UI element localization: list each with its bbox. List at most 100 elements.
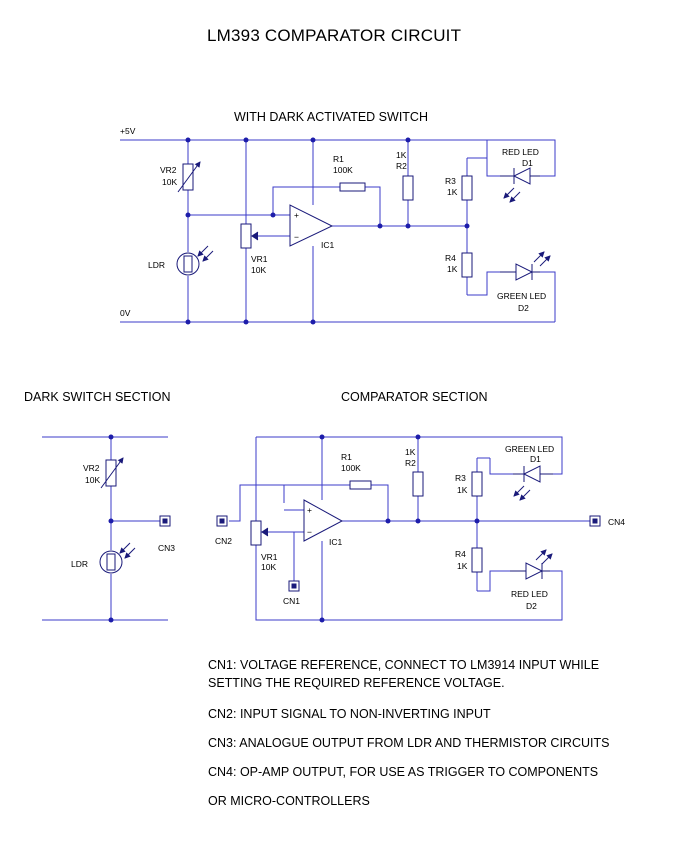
- vr1-wiper: [261, 527, 269, 537]
- d2-led-triangle: [525, 562, 544, 580]
- d2-emit-arrow: [539, 255, 551, 267]
- vr2-adjust-arrow: [100, 457, 124, 489]
- r2-value: 1K: [396, 150, 407, 160]
- r1-value: 100K: [341, 463, 361, 473]
- ldr-element: [106, 553, 116, 571]
- vr1-value: 10K: [261, 562, 276, 572]
- vr1-name: VR1: [261, 552, 278, 562]
- opamp-triangle: [303, 499, 344, 542]
- page-title: LM393 COMPARATOR CIRCUIT: [207, 26, 462, 45]
- d1-name: D1: [522, 158, 533, 168]
- ldr-light-arrow: [124, 547, 136, 559]
- note-line: OR MICRO-CONTROLLERS: [208, 794, 370, 808]
- d2-color: GREEN LED: [497, 291, 546, 301]
- comparator-circuit: R1 100K 1K R2 R3 1K R4 1K GREEN LED D1 R…: [215, 434, 625, 623]
- opamp-minus: −: [294, 232, 299, 242]
- vr2-value: 10K: [162, 177, 177, 187]
- vr1-resistor: [240, 223, 252, 249]
- ldr-light-arrow: [119, 542, 131, 554]
- note-line: CN4: OP-AMP OUTPUT, FOR USE AS TRIGGER T…: [208, 765, 599, 779]
- r2-name: R2: [396, 161, 407, 171]
- rail-plus-label: +5V: [120, 126, 136, 136]
- r2-name: R2: [405, 458, 416, 468]
- r3-name: R3: [445, 176, 456, 186]
- ldr-light-arrow: [202, 250, 214, 262]
- r1-resistor: [339, 182, 366, 192]
- r3-value: 1K: [457, 485, 468, 495]
- r4-value: 1K: [457, 561, 468, 571]
- opamp-plus: +: [294, 210, 299, 220]
- r4-name: R4: [445, 253, 456, 263]
- d2-led-triangle: [515, 263, 534, 281]
- top-wires: [120, 139, 556, 323]
- r4-value: 1K: [447, 264, 458, 274]
- r3-resistor: [461, 175, 473, 201]
- cn1-label: CN1: [283, 596, 300, 606]
- d1-name: D1: [530, 454, 541, 464]
- comparator-section-title: COMPARATOR SECTION: [341, 390, 488, 404]
- r4-resistor: [461, 252, 473, 278]
- r4-name: R4: [455, 549, 466, 559]
- d1-led-triangle: [522, 465, 541, 483]
- r3-name: R3: [455, 473, 466, 483]
- vr1-value: 10K: [251, 265, 266, 275]
- note-line: SETTING THE REQUIRED REFERENCE VOLTAGE.: [208, 676, 505, 690]
- top-labels: +5V 0V VR2 10K LDR VR1 10K R1 100K + − I…: [120, 126, 546, 318]
- ldr-label: LDR: [148, 260, 165, 270]
- dark-switch-section-title: DARK SWITCH SECTION: [24, 390, 171, 404]
- cn2-label: CN2: [215, 536, 232, 546]
- dark-switch-circuit: VR2 10K LDR CN3: [42, 434, 175, 623]
- r3-resistor: [471, 471, 483, 497]
- ic1-label: IC1: [321, 240, 335, 250]
- r1-resistor: [349, 480, 372, 490]
- opamp-triangle: [289, 204, 334, 247]
- d1-color: RED LED: [502, 147, 539, 157]
- d1-emit-arrow: [503, 187, 515, 199]
- vr1-name: VR1: [251, 254, 268, 264]
- vr1-wiper: [251, 231, 259, 241]
- rail-zero-label: 0V: [120, 308, 131, 318]
- ldr-element: [183, 255, 193, 273]
- d2-color: RED LED: [511, 589, 548, 599]
- r1-value: 100K: [333, 165, 353, 175]
- d2-emit-arrow: [533, 251, 545, 263]
- d2-emit-arrow: [535, 549, 547, 561]
- d1-emit-arrow: [513, 485, 525, 497]
- d2-name: D2: [518, 303, 529, 313]
- top-components: [176, 161, 551, 281]
- note-line: CN1: VOLTAGE REFERENCE, CONNECT TO LM391…: [208, 658, 600, 672]
- ldr-light-arrow: [197, 245, 209, 257]
- ic1-label: IC1: [329, 537, 343, 547]
- vr2-resistor: [182, 163, 194, 191]
- top-junctions: [185, 137, 470, 325]
- cn3-label: CN3: [158, 543, 175, 553]
- r2-value: 1K: [405, 447, 416, 457]
- d1-color: GREEN LED: [505, 444, 554, 454]
- vr2-resistor: [105, 459, 117, 487]
- vr2-name: VR2: [83, 463, 100, 473]
- ldr-label: LDR: [71, 559, 88, 569]
- r1-name: R1: [341, 452, 352, 462]
- d1-led-triangle: [512, 167, 531, 185]
- d1-emit-arrow: [519, 489, 531, 501]
- vr2-name: VR2: [160, 165, 177, 175]
- top-section-title: WITH DARK ACTIVATED SWITCH: [234, 110, 428, 124]
- r3-value: 1K: [447, 187, 458, 197]
- cn4-label: CN4: [608, 517, 625, 527]
- d1-emit-arrow: [509, 191, 521, 203]
- d2-emit-arrow: [541, 553, 553, 565]
- r2-resistor: [402, 175, 414, 201]
- top-circuit: +5V 0V VR2 10K LDR VR1 10K R1 100K + − I…: [120, 126, 556, 325]
- vr1-resistor: [250, 520, 262, 546]
- r2-resistor: [412, 471, 424, 497]
- r4-resistor: [471, 547, 483, 573]
- vr2-value: 10K: [85, 475, 100, 485]
- opamp-plus: +: [307, 505, 312, 515]
- note-line: CN3: ANALOGUE OUTPUT FROM LDR AND THERMI…: [208, 736, 610, 750]
- r1-name: R1: [333, 154, 344, 164]
- note-line: CN2: INPUT SIGNAL TO NON-INVERTING INPUT: [208, 707, 491, 721]
- vr2-adjust-arrow: [177, 161, 201, 193]
- d2-name: D2: [526, 601, 537, 611]
- opamp-minus: −: [307, 527, 312, 537]
